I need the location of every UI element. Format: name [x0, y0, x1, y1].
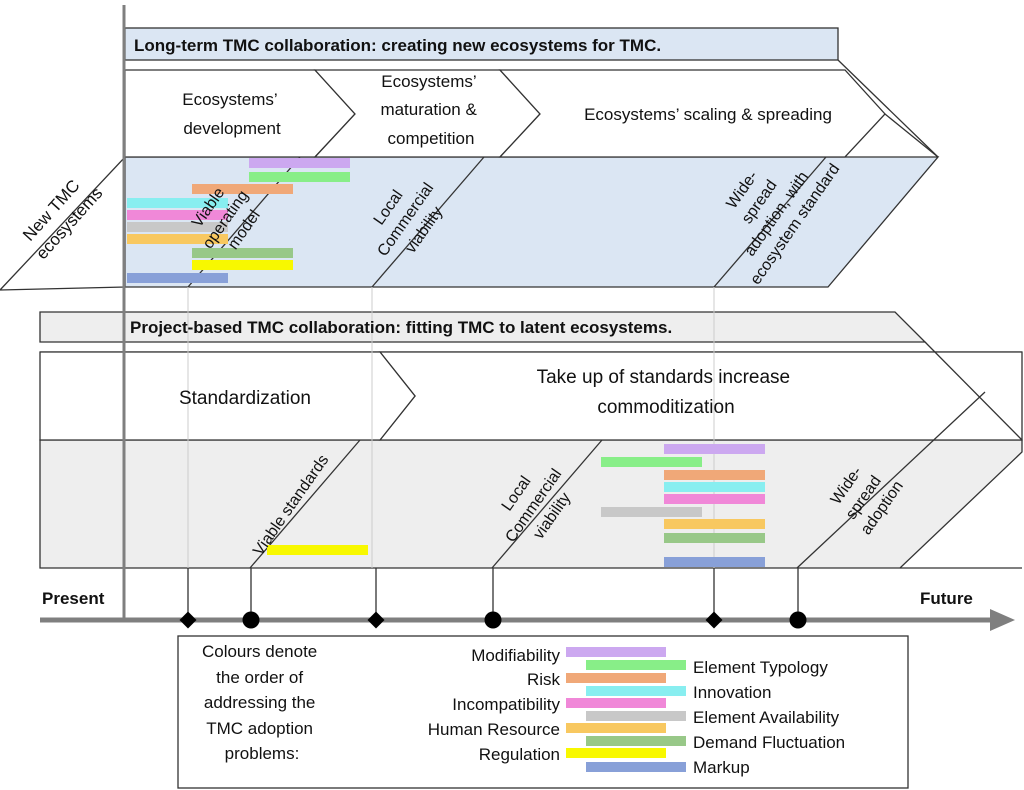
circle-marker	[242, 611, 260, 629]
legend-label-modifiability: Modifiability	[471, 646, 560, 665]
legend-label-innovation: Innovation	[693, 683, 771, 702]
legend-swatches	[566, 647, 686, 772]
long-term-header: Long-term TMC collaboration: creating ne…	[134, 36, 661, 55]
bar-element-availability	[127, 222, 228, 232]
bar-element-availability	[601, 507, 702, 517]
legend-label-demand-fluctuation: Demand Fluctuation	[693, 733, 845, 752]
phase-label-development: Ecosystems’ development	[182, 90, 282, 138]
bar-incompatibility	[664, 494, 765, 504]
bar-risk	[192, 184, 293, 194]
long-term-problem-bars	[127, 158, 350, 283]
legend-label-human-resource: Human Resource	[428, 720, 560, 739]
circle-marker	[789, 611, 807, 629]
phase-arrow-scaling	[498, 69, 886, 158]
phase-arrow-commoditization	[378, 351, 1023, 441]
bar-innovation	[664, 482, 765, 492]
legend-label-risk: Risk	[527, 670, 561, 689]
bar-modifiability	[664, 444, 765, 454]
legend-label-regulation: Regulation	[479, 745, 560, 764]
bar-element-typology	[249, 172, 350, 182]
timeline-arrowhead	[990, 609, 1015, 631]
bar-modifiability	[249, 158, 350, 168]
bar-regulation	[192, 260, 293, 270]
timeline-markers	[179, 611, 807, 629]
legend-swatch-risk	[566, 673, 666, 683]
legend-right-labels: Element Typology Innovation Element Avai…	[693, 658, 845, 777]
diamond-marker	[367, 611, 385, 629]
legend-swatch-regulation	[566, 748, 666, 758]
bar-innovation	[127, 198, 228, 208]
bar-regulation	[267, 545, 368, 555]
legend-box	[177, 635, 909, 789]
legend-description: Colours denote the order of addressing t…	[202, 642, 322, 763]
bar-demand-fluctuation	[192, 248, 293, 258]
legend-swatch-element-typology	[586, 660, 686, 670]
project-based-problem-bars	[267, 444, 765, 567]
phase-arrow-development	[124, 69, 356, 158]
legend-swatch-markup	[586, 762, 686, 772]
phase-arrow-standardization	[39, 351, 416, 441]
bar-markup	[664, 557, 765, 567]
timeline-start-label: Present	[42, 589, 105, 608]
bar-element-typology	[601, 457, 702, 467]
phase-label-scaling: Ecosystems’ scaling & spreading	[584, 105, 832, 124]
long-term-header-bar	[124, 27, 839, 61]
legend-swatch-human-resource	[566, 723, 666, 733]
legend-label-element-availability: Element Availability	[693, 708, 840, 727]
legend-swatch-incompatibility	[566, 698, 666, 708]
bar-incompatibility	[127, 210, 228, 220]
legend-label-markup: Markup	[693, 758, 750, 777]
diamond-marker	[179, 611, 197, 629]
bar-demand-fluctuation	[664, 533, 765, 543]
legend-label-element-typology: Element Typology	[693, 658, 828, 677]
phase-label-commoditization: Take up of standards increase commoditiz…	[537, 367, 796, 418]
legend-swatch-modifiability	[566, 647, 666, 657]
legend-label-incompatibility: Incompatibility	[452, 695, 560, 714]
legend-swatch-demand-fluctuation	[586, 736, 686, 746]
timeline-end-label: Future	[920, 589, 973, 608]
phase-label-maturation: Ecosystems’ maturation & competition	[380, 72, 481, 148]
bar-risk	[664, 470, 765, 480]
legend-swatch-innovation	[586, 686, 686, 696]
legend-left-labels: Modifiability Risk Incompatibility Human…	[428, 646, 561, 764]
circle-marker	[484, 611, 502, 629]
bar-human-resource	[127, 234, 228, 244]
bar-markup	[127, 273, 228, 283]
legend-swatch-element-availability	[586, 711, 686, 721]
phase-label-standardization: Standardization	[179, 388, 311, 409]
bar-human-resource	[664, 519, 765, 529]
project-based-header: Project-based TMC collaboration: fitting…	[130, 318, 672, 337]
diamond-marker	[705, 611, 723, 629]
